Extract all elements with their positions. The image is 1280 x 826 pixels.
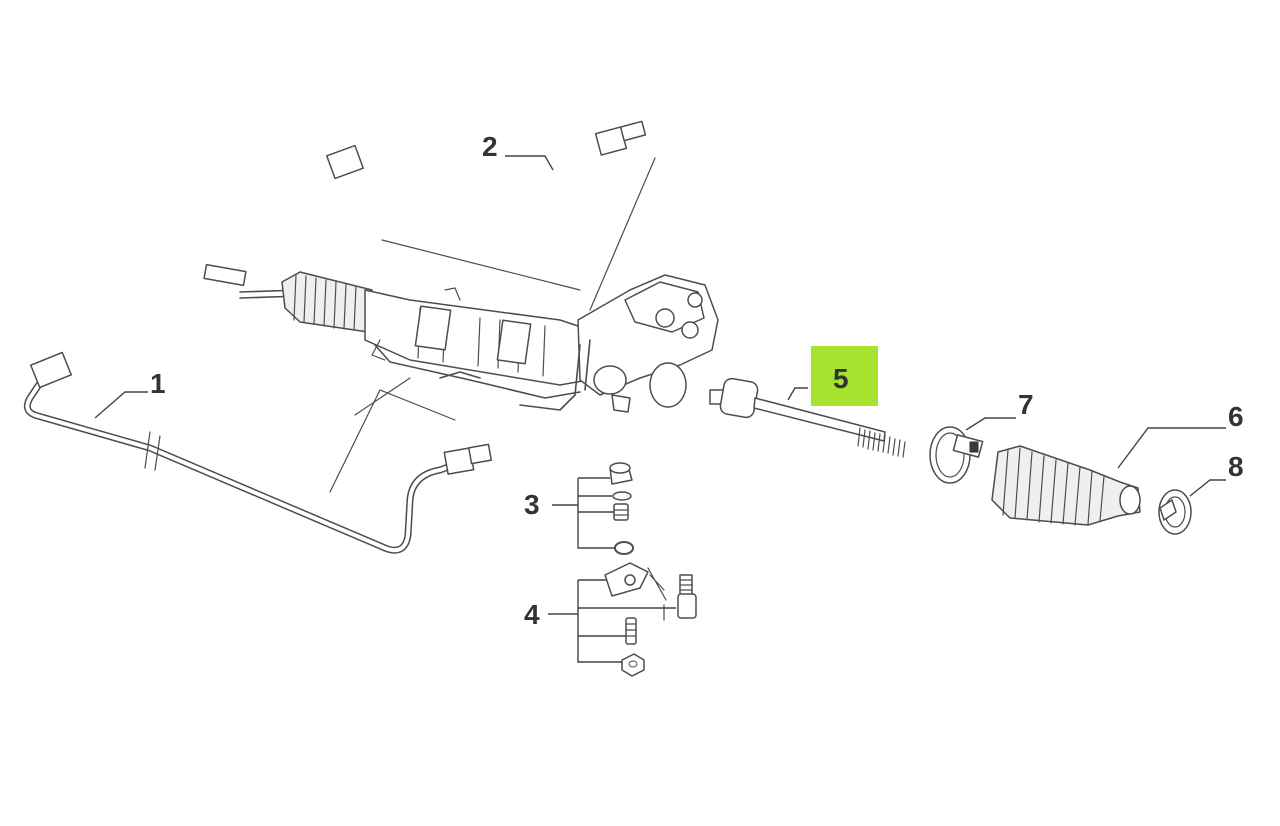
part-6-bellows-boot[interactable] [991,445,1141,526]
part-2-upper-hydraulic-pipe[interactable] [326,120,647,238]
callout-4[interactable]: 4 [524,599,540,630]
callout-3[interactable]: 3 [524,489,540,520]
callout-6[interactable]: 6 [1228,401,1244,432]
callout-5[interactable]: 5 [833,363,849,394]
callout-8[interactable]: 8 [1228,451,1244,482]
part-4-bracket-kit[interactable] [604,562,697,677]
callout-2[interactable]: 2 [482,131,498,162]
part-1-lower-hydraulic-pipe[interactable] [23,351,492,554]
part-3-fitting-set[interactable] [609,462,634,555]
callout-labels: 1 2 3 4 5 6 7 8 [150,131,1244,630]
callout-7[interactable]: 7 [1018,389,1034,420]
part-8-small-clamp[interactable] [1158,489,1192,535]
part-5-inner-tie-rod[interactable] [709,377,906,458]
steering-rack-housing [203,157,719,493]
highlight-box-5 [811,346,878,406]
callout-1[interactable]: 1 [150,368,166,399]
leader-lines [94,155,1226,663]
rack-bellows-boot-left [281,271,373,333]
part-7-boot-clamp[interactable] [929,426,984,484]
